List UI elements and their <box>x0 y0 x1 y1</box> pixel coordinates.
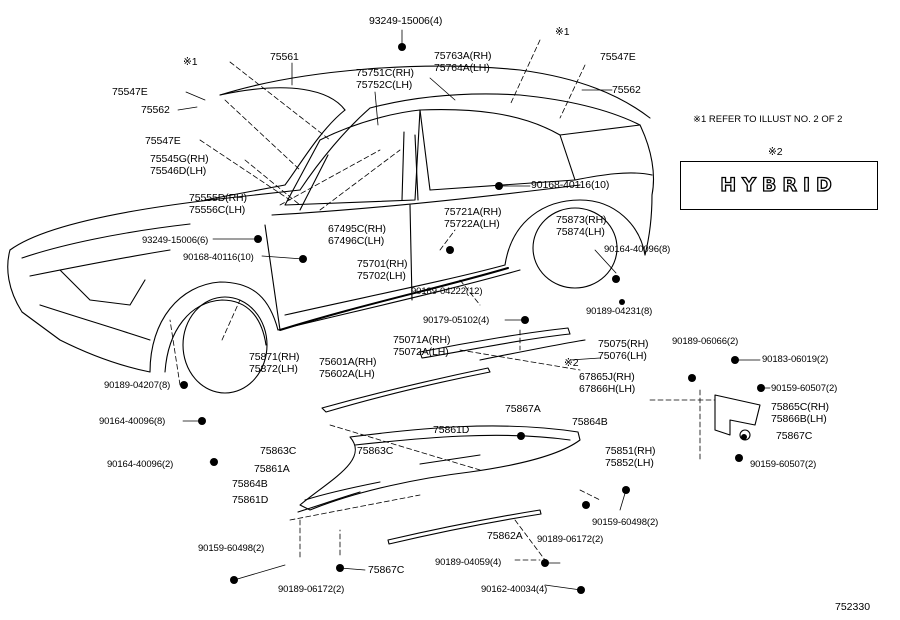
part-label: 90164-40096(2) <box>107 459 174 470</box>
part-label: 90189-04231(8) <box>586 306 653 317</box>
part-label: 75861D <box>433 424 470 436</box>
part-label: 90179-05102(4) <box>423 315 490 326</box>
part-label: 75555D(RH) <box>189 192 247 204</box>
part-label: 75863C <box>260 445 297 457</box>
part-label: 90159-60498(2) <box>592 517 659 528</box>
part-label: 75547E <box>112 86 148 98</box>
part-label: 75763A(RH) <box>434 50 492 62</box>
part-label: 75071A(RH) <box>393 334 451 346</box>
part-label: 90189-04207(8) <box>104 380 171 391</box>
part-label: 75075(RH) <box>598 338 649 350</box>
part-label: 75701(RH) <box>357 258 408 270</box>
reference-mark-label: ※2 <box>564 357 579 369</box>
part-label: 90189-06172(2) <box>278 584 345 595</box>
part-label: 75863C <box>357 445 394 457</box>
part-label: 90159-60498(2) <box>198 543 265 554</box>
hybrid-badge-text: HYBRID <box>720 173 838 196</box>
part-label: 90164-40096(8) <box>99 416 166 427</box>
molding-parts <box>297 327 586 545</box>
part-label: 75752C(LH) <box>356 79 413 91</box>
dashed-reference-lines <box>169 39 716 561</box>
part-label: 75864B <box>572 416 608 428</box>
part-label: 75861A <box>254 463 290 475</box>
part-label: 75561 <box>270 51 299 63</box>
part-label: 90159-60507(2) <box>750 459 817 470</box>
part-label: 90183-06019(2) <box>762 354 829 365</box>
drawing-number: 752330 <box>835 601 871 613</box>
part-label: 75601A(RH) <box>319 356 377 368</box>
part-label: 90189-04222(12) <box>411 286 483 297</box>
reference-mark-label: ※1 <box>183 56 198 68</box>
part-label: 75871(RH) <box>249 351 300 363</box>
part-label: 75867C <box>368 564 405 576</box>
part-label: 90189-04059(4) <box>435 557 502 568</box>
part-label: 90189-06066(2) <box>672 336 739 347</box>
bracket-drawing <box>714 394 761 441</box>
part-label: 75864B <box>232 478 268 490</box>
part-label: 67865J(RH) <box>579 371 635 383</box>
part-label: 75556C(LH) <box>189 204 246 216</box>
part-label: 75873(RH) <box>556 214 607 226</box>
part-label: 75861D <box>232 494 269 506</box>
part-label: 75562 <box>141 104 170 116</box>
part-label: 75547E <box>145 135 181 147</box>
part-label: 75865C(RH) <box>771 401 829 413</box>
leader-lines <box>177 29 771 591</box>
part-label: 90159-60507(2) <box>771 383 838 394</box>
part-label: 75562 <box>612 84 641 96</box>
part-label: 75721A(RH) <box>444 206 502 218</box>
car-body-drawing <box>7 65 655 394</box>
part-label: 75851(RH) <box>605 445 656 457</box>
part-label: 75546D(LH) <box>150 165 207 177</box>
part-label: 75867C <box>776 430 813 442</box>
part-label: 90168-40116(10) <box>183 252 254 263</box>
part-label: 75722A(LH) <box>444 218 500 230</box>
part-label: 75602A(LH) <box>319 368 375 380</box>
part-label: 75702(LH) <box>357 270 406 282</box>
part-label: 75764A(LH) <box>434 62 490 74</box>
part-label: 75866B(LH) <box>771 413 827 425</box>
part-label: 90162-40034(4) <box>481 584 548 595</box>
part-label: 75852(LH) <box>605 457 654 469</box>
badge-reference-mark: ※2 <box>768 146 783 158</box>
part-label: 75872(LH) <box>249 363 298 375</box>
fasteners <box>180 43 765 594</box>
part-label: 93249-15006(6) <box>142 235 209 246</box>
part-label: 75547E <box>600 51 636 63</box>
part-label: 67495C(RH) <box>328 223 386 235</box>
part-label: 90168-40116(10) <box>531 179 610 191</box>
part-label: 90189-06172(2) <box>537 534 604 545</box>
part-label: 67866H(LH) <box>579 383 636 395</box>
part-label: 93249-15006(4) <box>369 15 443 27</box>
part-label: 75072A(LH) <box>393 346 449 358</box>
reference-note: ※1 REFER TO ILLUST NO. 2 OF 2 <box>693 114 843 125</box>
part-label: 75874(LH) <box>556 226 605 238</box>
part-label: 90164-40096(8) <box>604 244 671 255</box>
part-label: 67496C(LH) <box>328 235 385 247</box>
reference-mark-label: ※1 <box>555 26 570 38</box>
part-label: 75076(LH) <box>598 350 647 362</box>
part-label: 75751C(RH) <box>356 67 414 79</box>
hybrid-badge-box: HYBRID <box>680 161 878 210</box>
part-label: 75862A <box>487 530 523 542</box>
part-label: 75545G(RH) <box>150 153 209 165</box>
part-label: 75867A <box>505 403 541 415</box>
